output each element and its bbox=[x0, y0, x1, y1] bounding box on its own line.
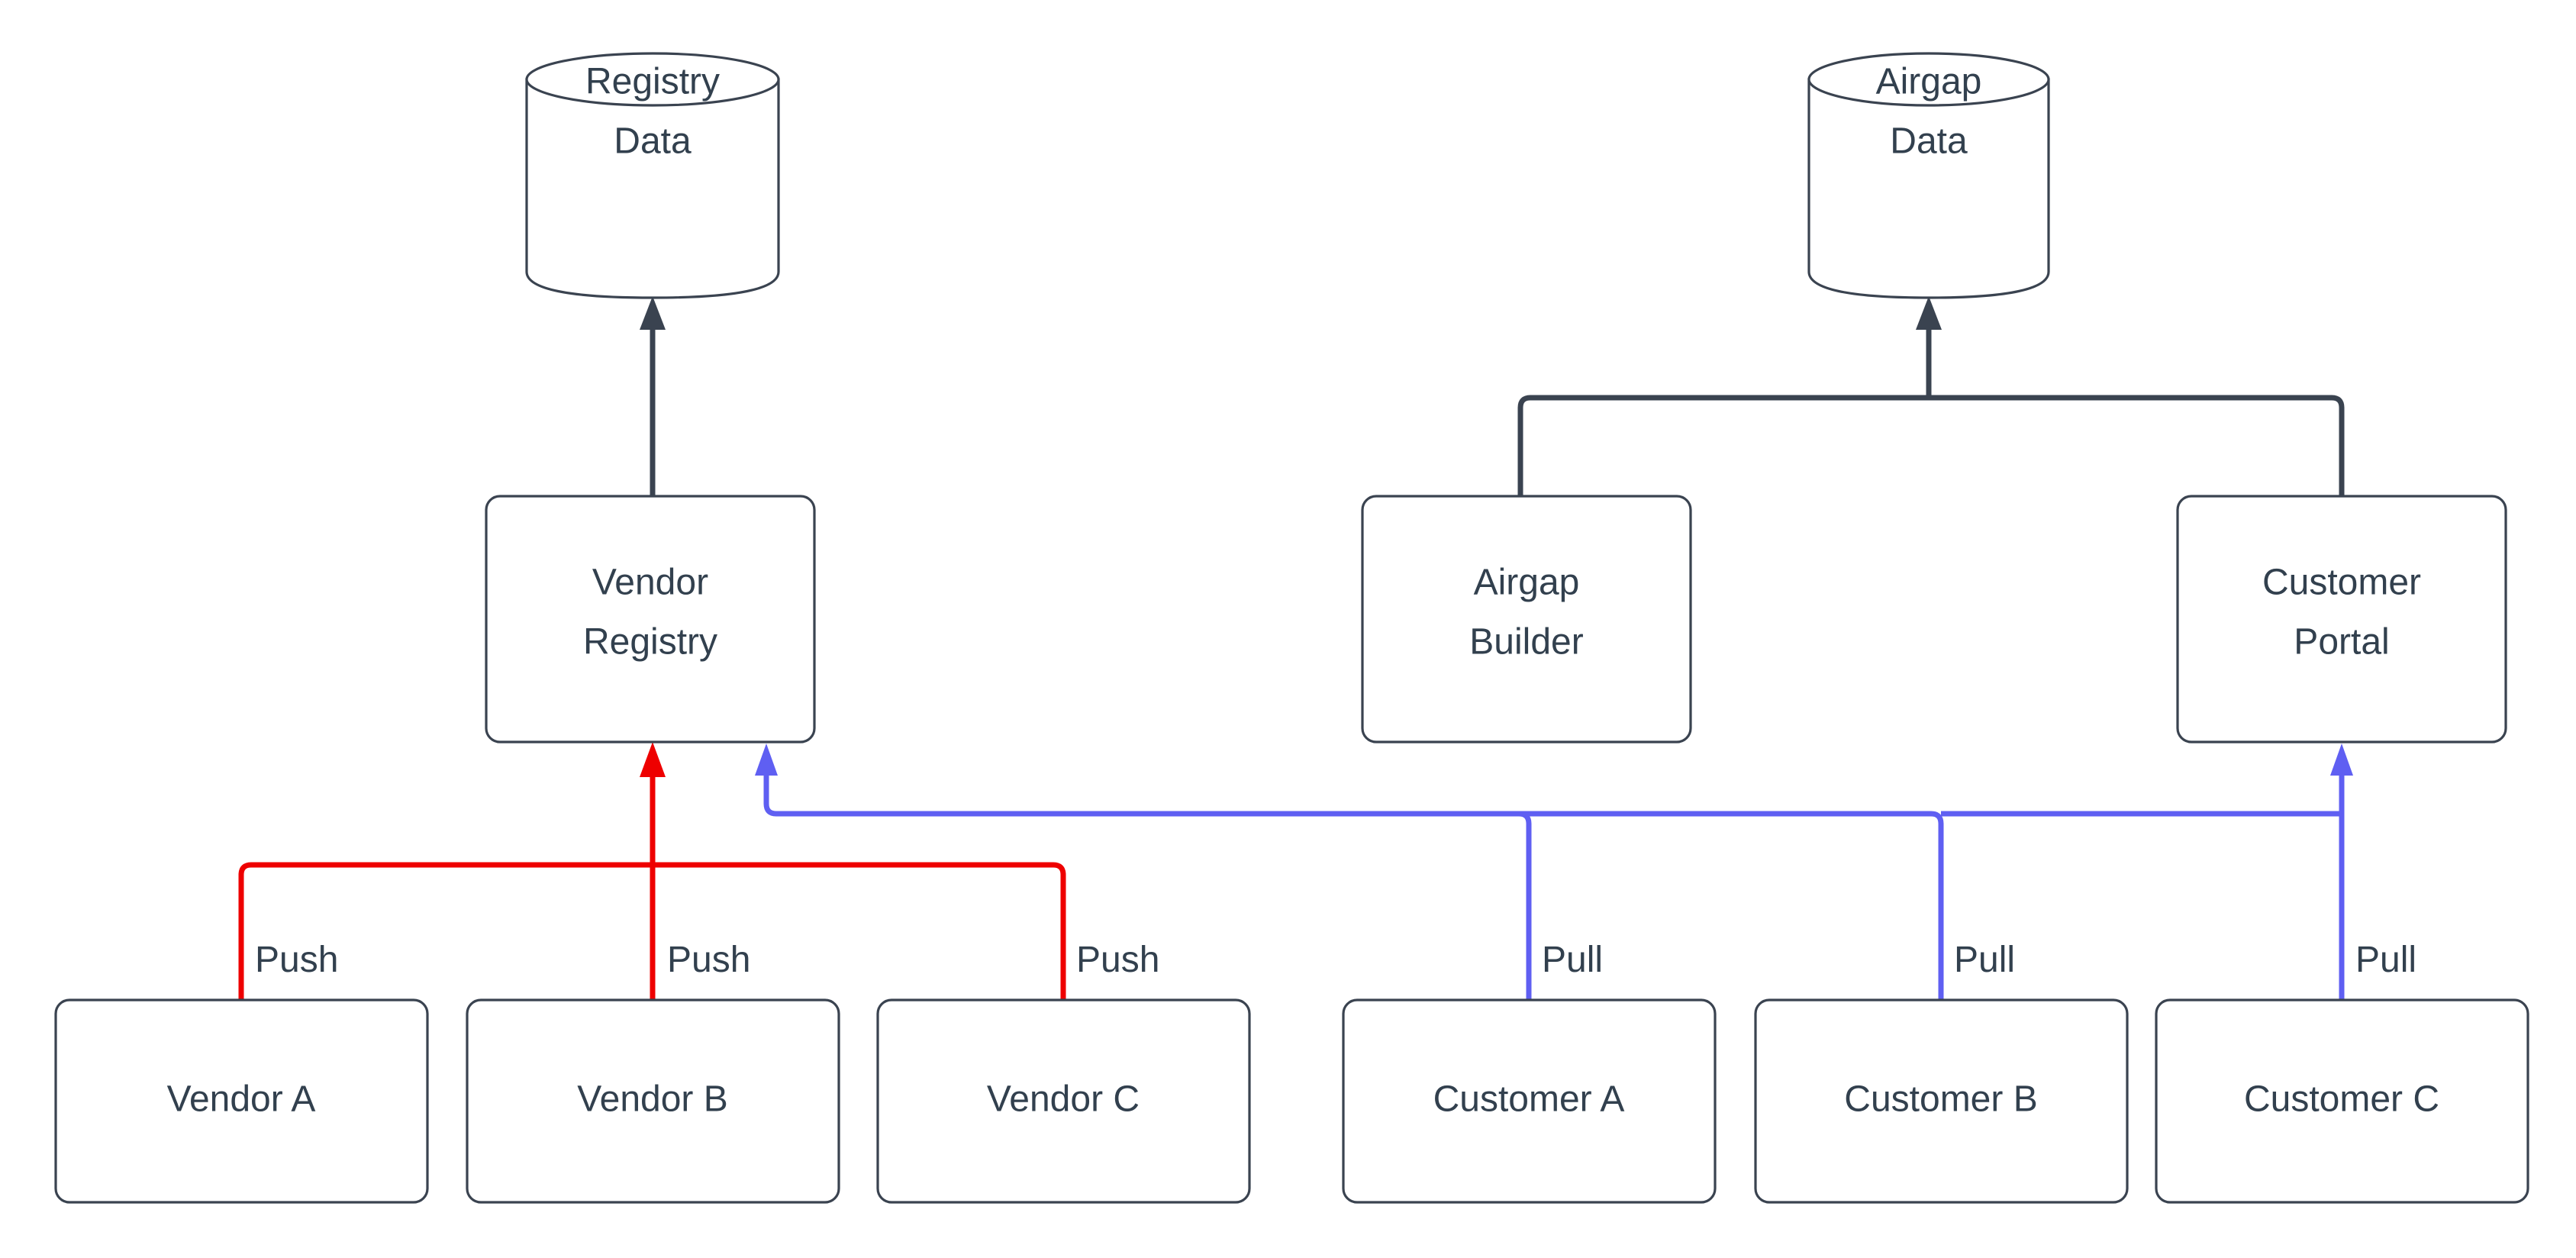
customer-portal-label-line1: Customer bbox=[2262, 563, 2421, 603]
vendor-registry-label-line1: Vendor bbox=[592, 563, 708, 603]
edge-label-push-vendor-c: Push bbox=[1076, 940, 1159, 980]
customer-c-label: Customer C bbox=[2244, 1079, 2439, 1120]
node-customer-portal[interactable]: Customer Portal bbox=[2176, 495, 2507, 744]
edge-vendor-a-push bbox=[238, 862, 653, 1000]
customer-portal-label-line2: Portal bbox=[2294, 622, 2389, 663]
cylinder-body bbox=[525, 78, 780, 299]
node-vendor-a[interactable]: Vendor A bbox=[54, 998, 429, 1204]
arrowhead-icon bbox=[755, 744, 778, 776]
arrowhead-icon bbox=[2330, 744, 2353, 776]
node-box bbox=[876, 998, 1251, 1204]
node-vendor-c[interactable]: Vendor C bbox=[876, 998, 1251, 1204]
airgap-builder-label-line1: Airgap bbox=[1474, 563, 1580, 603]
edge-line bbox=[1517, 395, 1929, 496]
node-box bbox=[2155, 998, 2529, 1204]
edge-label-pull-customer-b: Pull bbox=[1954, 940, 2015, 980]
edge-customer-b-pull bbox=[776, 811, 1944, 1000]
registry-data-label-line2: Data bbox=[614, 121, 692, 162]
edge-vendor-c-push bbox=[653, 862, 1066, 1000]
edge-label-push-vendor-b: Push bbox=[667, 940, 750, 980]
arrowhead-icon bbox=[640, 296, 666, 330]
node-airgap-builder[interactable]: Airgap Builder bbox=[1361, 495, 1692, 744]
edge-line bbox=[763, 763, 777, 817]
node-customer-c[interactable]: Customer C bbox=[2155, 998, 2529, 1204]
registry-data-label-line1: Registry bbox=[585, 62, 720, 102]
node-customer-a[interactable]: Customer A bbox=[1342, 998, 1717, 1204]
edge-pull-riser-to-vendor-registry bbox=[755, 744, 778, 817]
node-vendor-b[interactable]: Vendor B bbox=[466, 998, 840, 1204]
edge-label-pull-customer-c: Pull bbox=[2355, 940, 2416, 980]
edge-vendor-registry-to-registry-data bbox=[640, 296, 666, 496]
node-customer-b[interactable]: Customer B bbox=[1754, 998, 2129, 1204]
customer-a-label: Customer A bbox=[1433, 1079, 1625, 1120]
node-box bbox=[54, 998, 429, 1204]
airgap-builder-label-line2: Builder bbox=[1469, 622, 1583, 663]
node-box bbox=[2176, 495, 2507, 744]
edge-customer-portal-to-airgap-data bbox=[1929, 395, 2345, 496]
cylinder-top-ellipse bbox=[525, 52, 780, 107]
airgap-data-label-line2: Data bbox=[1890, 121, 1968, 162]
edge-label-push-vendor-a: Push bbox=[255, 940, 338, 980]
cylinder-body bbox=[1807, 78, 2050, 299]
edge-line bbox=[776, 811, 1944, 1000]
vendor-b-label: Vendor B bbox=[577, 1079, 727, 1120]
cylinder-top-ellipse bbox=[1807, 52, 2050, 107]
node-box bbox=[485, 495, 816, 744]
customer-b-label: Customer B bbox=[1844, 1079, 2037, 1120]
vendor-a-label: Vendor A bbox=[167, 1079, 316, 1120]
vendor-c-label: Vendor C bbox=[987, 1079, 1140, 1120]
edge-line bbox=[653, 862, 1066, 1000]
arrowhead-icon bbox=[640, 742, 666, 777]
node-registry-data[interactable]: Registry Data bbox=[525, 52, 780, 299]
node-vendor-registry[interactable]: Vendor Registry bbox=[485, 495, 816, 744]
edge-push-riser-to-vendor-registry bbox=[640, 742, 666, 865]
vendor-registry-label-line2: Registry bbox=[583, 622, 717, 663]
edge-label-pull-customer-a: Pull bbox=[1542, 940, 1603, 980]
arrowhead-icon bbox=[1916, 296, 1942, 330]
node-box bbox=[1754, 998, 2129, 1204]
edge-line bbox=[238, 862, 653, 1000]
edge-line bbox=[1929, 395, 2345, 496]
edge-customer-c-pull bbox=[1941, 744, 2353, 1000]
node-airgap-data[interactable]: Airgap Data bbox=[1807, 52, 2050, 299]
node-box bbox=[466, 998, 840, 1204]
edge-riser-to-airgap-data bbox=[1916, 296, 1942, 398]
airgap-data-label-line1: Airgap bbox=[1876, 62, 1982, 102]
node-box bbox=[1361, 495, 1692, 744]
node-box bbox=[1342, 998, 1717, 1204]
edge-airgap-builder-to-airgap-data bbox=[1517, 395, 1929, 496]
